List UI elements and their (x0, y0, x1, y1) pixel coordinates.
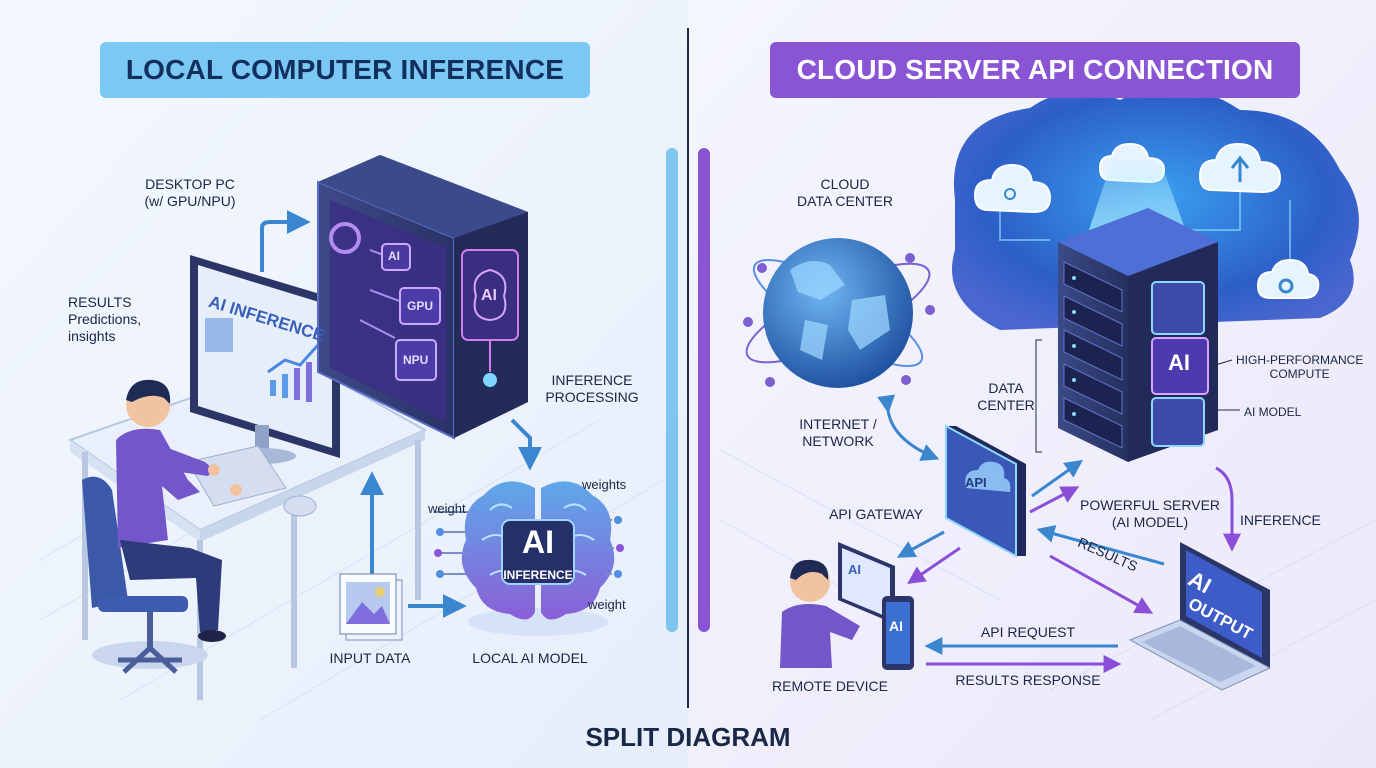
right-accent-bar (698, 148, 710, 632)
globe-icon (743, 238, 935, 388)
footer-title: SPLIT DIAGRAM (585, 722, 791, 752)
server-tower (1035, 160, 1240, 462)
gpu-chip (399, 287, 441, 325)
cloud-icon (973, 163, 1052, 214)
phone-ai-text: AI (889, 618, 903, 634)
left-accent-bar (666, 148, 678, 632)
label-inference: INFERENCE (1240, 512, 1321, 528)
left-panel-title: LOCAL COMPUTER INFERENCE (100, 42, 590, 98)
label-weights-right: weights (582, 477, 627, 492)
tablet-ai-text: AI (848, 562, 861, 577)
label-input-data: INPUT DATA (329, 650, 411, 666)
arrow-to-model (510, 418, 542, 471)
arrow-to-desktop (260, 210, 311, 272)
network-arrows (877, 394, 1241, 673)
label-weight-left: weight (428, 501, 466, 516)
npu-chip (395, 339, 437, 381)
keyboard (187, 445, 317, 517)
ai-chip (381, 243, 411, 271)
gpu-chip-label: GPU (407, 299, 434, 313)
server-ai-text: AI (1168, 350, 1190, 375)
label-weight-bottom: weight (588, 597, 626, 612)
laptop (1128, 542, 1272, 691)
gateway-api-text: API (965, 475, 987, 490)
remote-person-icon (780, 542, 914, 670)
label-powerful-server: POWERFUL SERVER (AI MODEL) (1079, 497, 1221, 530)
label-api-gateway: API GATEWAY (829, 506, 923, 522)
label-api-request: API REQUEST (980, 624, 1076, 640)
label-inference-processing: INFERENCE PROCESSING (545, 372, 639, 405)
brain-icon (434, 481, 624, 636)
label-cloud-data-center: CLOUD DATA CENTER (797, 176, 893, 209)
label-results: RESULTS Predictions, insights (68, 294, 142, 344)
case-ai-label: AI (481, 287, 497, 304)
label-desktop-pc: DESKTOP PC (w/ GPU/NPU) (144, 176, 236, 209)
monitor (190, 255, 340, 464)
label-results-response: RESULTS RESPONSE (955, 672, 1101, 688)
ai-chip-label: AI (388, 249, 400, 263)
right-panel-title: CLOUD SERVER API CONNECTION (770, 42, 1300, 98)
image-icon (339, 573, 403, 641)
label-high-performance-compute: HIGH-PERFORMANCE COMPUTE (1236, 353, 1364, 381)
label-data-center: DATA CENTER (977, 380, 1035, 413)
brain-ai-text: AI (522, 524, 554, 560)
label-local-ai-model: LOCAL AI MODEL (472, 650, 588, 666)
api-gateway-device (945, 424, 1026, 558)
npu-chip-label: NPU (403, 353, 429, 367)
label-remote-device: REMOTE DEVICE (772, 678, 888, 694)
gear-cloud-icon (1256, 258, 1320, 299)
label-internet-network: INTERNET / NETWORK (799, 416, 877, 449)
label-ai-model: AI MODEL (1244, 405, 1302, 419)
person-icon (82, 379, 242, 674)
brain-inference-text: INFERENCE (503, 568, 573, 582)
